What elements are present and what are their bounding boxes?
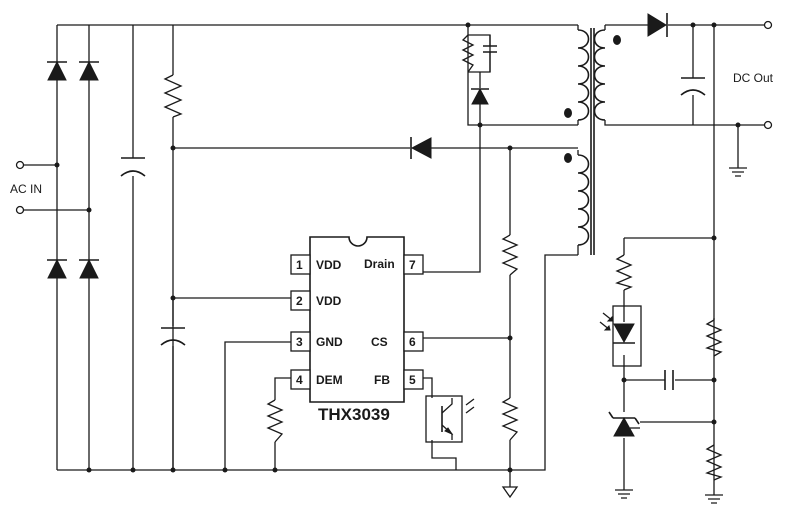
output-diode	[647, 13, 668, 37]
transformer	[564, 28, 621, 255]
tl431-regulator	[608, 411, 640, 437]
ic-part-number: THX3039	[318, 405, 390, 424]
snubber-resistor	[461, 34, 475, 73]
opto-led-resistor	[615, 254, 633, 291]
controller-ic: 1 2 3 4 5 6 7 VDD VDD GND DEM FB CS Drai…	[290, 236, 424, 424]
pin-5-number: 5	[409, 373, 416, 387]
pin-1-label: VDD	[316, 258, 342, 272]
pin-3-label: GND	[316, 335, 343, 349]
startup-resistor	[163, 74, 183, 118]
dc-terminal-negative	[763, 120, 773, 130]
primary-ground	[501, 486, 519, 499]
bulk-capacitor	[120, 157, 146, 177]
divider-lower-resistor	[705, 444, 723, 481]
dc-terminal-positive	[763, 20, 773, 30]
pin-2-label: VDD	[316, 294, 342, 308]
output-capacitor	[680, 77, 706, 96]
pin-2-number: 2	[296, 294, 303, 308]
ac-terminal-2	[15, 205, 25, 215]
pin-4-number: 4	[296, 373, 303, 387]
pin-1-number: 1	[296, 258, 303, 272]
wiring	[24, 24, 768, 495]
dem-resistor	[266, 399, 284, 443]
pin-7-number: 7	[409, 258, 416, 272]
upper-sense-resistor	[501, 234, 519, 276]
optocoupler-led	[599, 305, 642, 367]
ac-in-label: AC IN	[10, 182, 42, 196]
compensation-capacitor	[664, 370, 674, 390]
pin-3-number: 3	[296, 335, 303, 349]
aux-diode	[410, 137, 432, 159]
dc-out-label: DC Out	[733, 71, 774, 85]
ac-input-terminals: AC IN	[10, 160, 42, 215]
feedback-grounds	[615, 489, 723, 504]
bridge-rectifier	[47, 60, 99, 279]
dc-output-terminals: DC Out	[733, 20, 774, 130]
ac-terminal-1	[15, 160, 25, 170]
pin-7-label: Drain	[364, 257, 395, 271]
optocoupler-transistor	[425, 395, 475, 443]
pin-5-label: FB	[374, 373, 390, 387]
secondary-ground	[729, 167, 747, 177]
snubber-capacitor	[483, 35, 497, 72]
junction-dots	[54, 22, 741, 473]
lower-sense-resistor	[501, 397, 519, 441]
snubber-diode	[471, 87, 489, 105]
divider-upper-resistor	[705, 318, 723, 357]
pin-4-label: DEM	[316, 373, 343, 387]
pin-6-number: 6	[409, 335, 416, 349]
pin-6-label: CS	[371, 335, 388, 349]
vdd-capacitor	[160, 298, 186, 470]
